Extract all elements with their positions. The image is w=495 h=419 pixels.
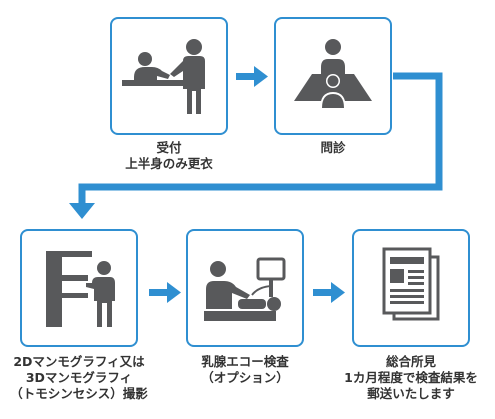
wrap-connector-arrow [69, 72, 443, 219]
caption-line: 乳腺エコー検査 [201, 354, 289, 369]
caption-line: 郵送いたします [367, 386, 455, 401]
arrow-right-2 [149, 282, 181, 303]
report-document-icon [382, 247, 440, 321]
step-reception-caption: 受付 上半身のみ更衣 [110, 140, 228, 172]
caption-line: 受付 [156, 140, 182, 155]
caption-line: 上半身のみ更衣 [125, 156, 213, 171]
caption-line: 3Dマンモグラフィ [25, 370, 133, 385]
step-report-box [352, 229, 470, 347]
caption-line: 総合所見 [385, 354, 436, 369]
step-reception-box [110, 17, 228, 135]
reception-counter-icon [122, 39, 205, 114]
step-ultrasound-caption: 乳腺エコー検査 （オプション） [170, 354, 320, 386]
arrow-right-3 [313, 282, 345, 303]
arrow-right-1 [236, 66, 268, 87]
caption-line: （オプション） [201, 370, 289, 385]
interview-icon [294, 39, 372, 109]
caption-line: （トモシンセシス）撮影 [10, 386, 148, 401]
caption-line: 1カ月程度で検査結果を [344, 370, 478, 385]
step-report-caption: 総合所見 1カ月程度で検査結果を 郵送いたします [336, 354, 486, 402]
step-ultrasound-box [186, 229, 304, 347]
caption-line: 2Dマンモグラフィ又は [13, 354, 145, 369]
ultrasound-exam-icon [204, 257, 286, 321]
step-interview-box [274, 17, 392, 135]
step-mammography-box [20, 229, 138, 347]
caption-line: 問診 [320, 140, 346, 155]
mammography-machine-icon [46, 251, 115, 327]
step-interview-caption: 問診 [274, 140, 392, 156]
step-mammography-caption: 2Dマンモグラフィ又は 3Dマンモグラフィ （トモシンセシス）撮影 [4, 354, 154, 402]
